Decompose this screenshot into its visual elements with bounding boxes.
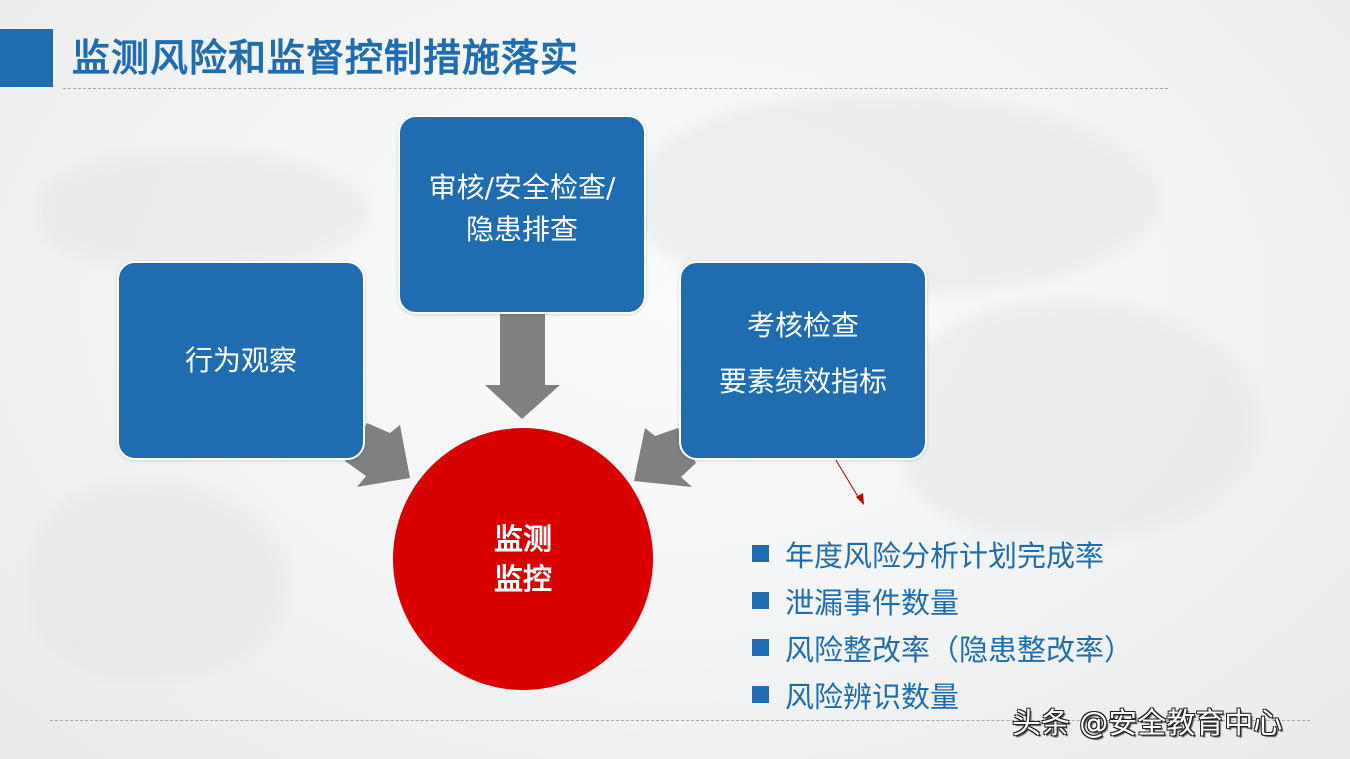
footer-divider (50, 720, 1310, 721)
background-map-shape (900, 300, 1260, 540)
box-assessment-kpi: 考核检查 要素绩效指标 (679, 261, 927, 460)
watermark: 头条 @安全教育中心 (1012, 706, 1283, 740)
square-bullet-icon (752, 686, 769, 703)
pointer-arrowhead-icon (856, 493, 864, 505)
list-item-text: 风险整改率（隐患整改率） (785, 632, 1134, 667)
box-assessment-line-2: 要素绩效指标 (718, 364, 887, 398)
background-map-shape (30, 480, 290, 680)
background-map-shape (40, 150, 370, 270)
center-line-1: 监测 (493, 522, 552, 556)
box-behavior-line-1: 行为观察 (184, 343, 297, 377)
slide-title: 监测风险和监督控制措施落实 (72, 36, 580, 80)
center-line-2: 监控 (493, 562, 552, 596)
title-divider (63, 88, 1168, 89)
list-item-text: 年度风险分析计划完成率 (785, 538, 1105, 573)
list-item: 风险辨识数量 (752, 671, 1133, 718)
center-monitoring-circle: 监测 监控 (393, 428, 653, 690)
box-audit-inspection: 审核/安全检查/ 隐患排查 (398, 115, 646, 314)
square-bullet-icon (752, 592, 769, 609)
box-audit-line-1: 审核/安全检查/ (428, 170, 616, 204)
square-bullet-icon (752, 545, 769, 562)
title-accent-bar (0, 29, 53, 87)
list-item: 年度风险分析计划完成率 (752, 530, 1133, 577)
list-item: 风险整改率（隐患整改率） (752, 624, 1133, 671)
indicator-list: 年度风险分析计划完成率 泄漏事件数量 风险整改率（隐患整改率） 风险辨识数量 (752, 530, 1133, 718)
list-item: 泄漏事件数量 (752, 577, 1133, 624)
box-assessment-line-1: 考核检查 (746, 308, 859, 342)
arrow-down-icon (485, 314, 560, 419)
list-item-text: 风险辨识数量 (785, 679, 960, 714)
box-audit-line-2: 隐患排查 (465, 212, 578, 246)
square-bullet-icon (752, 639, 769, 656)
list-item-text: 泄漏事件数量 (785, 585, 960, 620)
box-behavior-observation: 行为观察 (117, 261, 365, 460)
